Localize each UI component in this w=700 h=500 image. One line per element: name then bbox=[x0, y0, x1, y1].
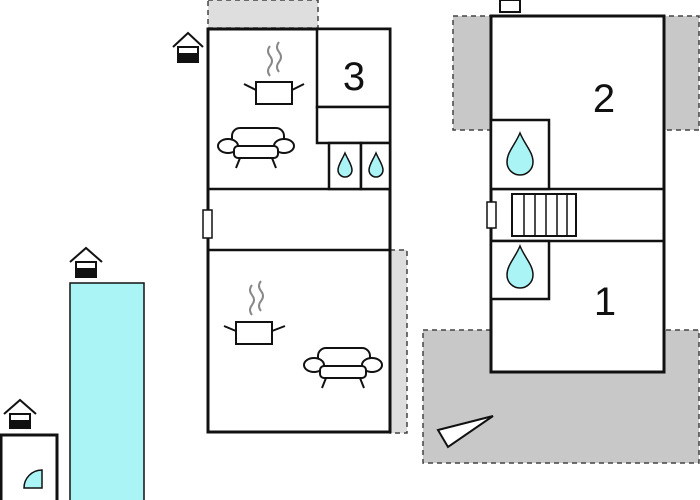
left-building: 3 bbox=[172, 0, 408, 434]
room-1-label: 1 bbox=[594, 280, 616, 324]
room-2-label: 2 bbox=[593, 77, 615, 121]
small-unit-outline bbox=[0, 433, 59, 500]
shower-icon bbox=[23, 469, 43, 489]
staircase-icon bbox=[511, 193, 577, 237]
cooking-pot-icon bbox=[243, 41, 305, 105]
house-entrance-icon bbox=[3, 398, 37, 429]
house-entrance-icon bbox=[172, 31, 204, 63]
cooking-pot-icon bbox=[223, 280, 286, 345]
right-building: 2 1 bbox=[422, 0, 700, 464]
small-unit bbox=[0, 398, 59, 500]
room-3-label: 3 bbox=[343, 55, 365, 99]
water-drop-icon bbox=[506, 131, 534, 176]
water-drop-icon bbox=[506, 244, 534, 289]
top-terrace bbox=[207, 0, 319, 29]
side-strip bbox=[389, 249, 408, 434]
terrace-marker-icon bbox=[436, 415, 494, 449]
pool bbox=[69, 282, 145, 500]
door-icon bbox=[486, 201, 497, 229]
door-icon bbox=[202, 209, 213, 239]
sofa-icon bbox=[303, 347, 383, 389]
sofa-icon bbox=[217, 127, 295, 169]
pool-area bbox=[69, 246, 145, 500]
house-entrance-icon bbox=[69, 246, 103, 278]
water-drop-icon bbox=[368, 151, 384, 178]
water-drop-icon bbox=[337, 151, 353, 178]
